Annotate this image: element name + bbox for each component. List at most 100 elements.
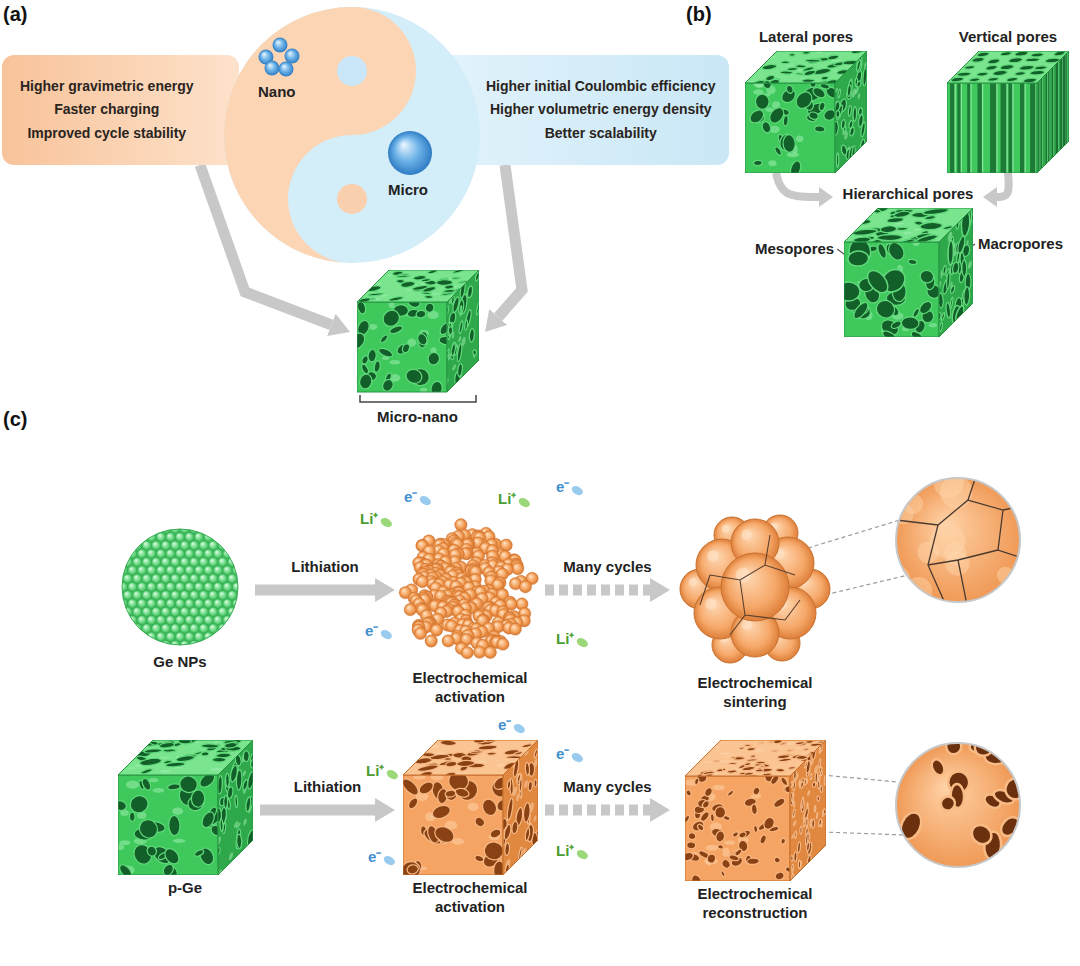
illustration-ellipse (161, 862, 175, 875)
illustration-ellipse (753, 768, 764, 772)
illustration-ellipse (373, 360, 381, 372)
illustration-path (896, 470, 1028, 610)
illustration-ellipse (193, 848, 204, 857)
illustration-ellipse (358, 373, 373, 390)
illustration-ellipse (729, 757, 737, 759)
illustration-ellipse (777, 754, 790, 759)
illustration-ellipse (404, 367, 424, 385)
illustration-ellipse (785, 84, 794, 94)
illustration-ellipse (887, 741, 906, 770)
illustration-ellipse (395, 275, 410, 278)
particle-droplet (575, 636, 589, 649)
illustration-ellipse (212, 741, 220, 743)
illustration-ellipse (472, 349, 476, 356)
illustration-ellipse (127, 792, 151, 816)
illustration-rect (957, 83, 960, 173)
illustration-ellipse (138, 768, 154, 774)
zoom-inset (887, 731, 1028, 867)
benefit-text: Improved cycle stability (20, 125, 194, 143)
illustration-ellipse (986, 77, 1000, 81)
illustration-ellipse (152, 788, 164, 793)
picture-group (118, 740, 253, 875)
illustration-ellipse (687, 832, 696, 840)
illustration-ellipse (476, 745, 497, 751)
illustration-rect (1020, 83, 1024, 173)
illustration-ellipse (783, 115, 789, 126)
illustration-ellipse (790, 792, 794, 807)
particle-droplet (379, 516, 393, 529)
illustration-ellipse (922, 208, 948, 216)
illustration-ellipse (443, 284, 454, 289)
illustration-ellipse (753, 160, 762, 166)
illustration-ellipse (770, 750, 778, 752)
illustration-rect (1038, 80, 1039, 171)
illustration-rect (835, 51, 867, 173)
micro-picture (357, 270, 479, 404)
illustration-ellipse (885, 242, 907, 263)
ion-label: Li⁺ (498, 490, 516, 508)
illustration-ellipse (422, 295, 434, 299)
illustration-ellipse (702, 761, 710, 763)
illustration-ellipse (984, 65, 999, 70)
illustration-ellipse (791, 792, 794, 802)
picture-group (844, 208, 973, 337)
cube-face (118, 771, 223, 875)
illustration-ellipse (224, 771, 229, 790)
illustration-ellipse (793, 88, 815, 111)
illustration-ellipse (755, 93, 770, 109)
illustration-ellipse (890, 210, 913, 217)
activated-porous-cube: Electrochemical activation (395, 740, 545, 917)
cube-face (500, 740, 537, 875)
illustration-ellipse (493, 861, 502, 875)
illustration-ellipse (794, 830, 796, 839)
illustration-ellipse (467, 284, 472, 299)
illustration-ellipse (1021, 78, 1038, 83)
illustration-ellipse (789, 159, 803, 172)
cube-face (832, 51, 867, 173)
illustration-ellipse (247, 768, 253, 793)
illustration-ellipse (456, 363, 462, 377)
ion-label: Li⁺ (360, 510, 378, 528)
illustration-ellipse (148, 778, 158, 782)
illustration-circle (689, 578, 698, 587)
illustration-rect (1056, 62, 1058, 154)
illustration-ellipse (822, 107, 835, 122)
illustration-ellipse (533, 747, 537, 759)
illustration-ellipse (816, 779, 819, 791)
illustration-ellipse (367, 349, 376, 362)
illustration-circle (189, 640, 199, 649)
illustration-ellipse (738, 747, 745, 749)
illustration-ellipse (119, 840, 130, 845)
illustration-ellipse (447, 321, 452, 338)
illustration-circle (705, 598, 716, 609)
illustration-ellipse (511, 821, 518, 834)
particle-droplet (575, 848, 589, 861)
illustration-ellipse (804, 806, 809, 821)
illustration-rect (947, 83, 1037, 173)
illustration-ellipse (800, 778, 804, 790)
illustration-ellipse (968, 821, 995, 848)
illustration-circle (147, 632, 157, 642)
illustration-ellipse (387, 296, 404, 302)
illustration-rect (1063, 55, 1065, 147)
illustration-ellipse (912, 234, 941, 242)
illustration-ellipse (209, 757, 228, 763)
bracket (360, 395, 476, 402)
node-text: Ge NPs (105, 653, 255, 672)
illustration-ellipse (811, 817, 815, 830)
illustration-ellipse (167, 783, 180, 790)
illustration-ellipse (907, 259, 916, 265)
illustration-ellipse (219, 817, 223, 833)
illustration-ellipse (438, 321, 447, 336)
illustration-circle (741, 529, 752, 540)
illustration-ellipse (807, 790, 809, 796)
illustration-ellipse (126, 767, 136, 769)
illustration-rect (357, 270, 479, 302)
illustration-rect (503, 740, 538, 875)
cube-face (357, 270, 479, 303)
particle-droplet (418, 494, 432, 507)
illustration-ellipse (816, 812, 818, 819)
illustration-ellipse (821, 76, 828, 80)
illustration-ellipse (754, 761, 767, 764)
illustration-ellipse (424, 302, 435, 313)
